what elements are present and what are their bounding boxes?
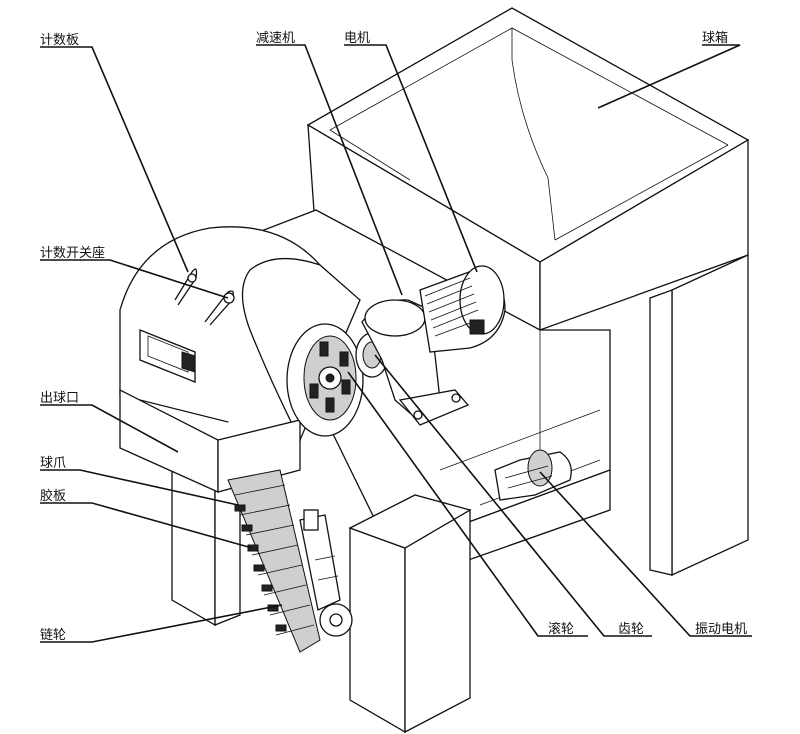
label-roller: 滚轮	[548, 621, 574, 637]
label-sprocket: 链轮	[40, 628, 66, 643]
reducer	[361, 299, 470, 426]
label-gear: 齿轮	[618, 622, 644, 637]
chain-conveyor	[227, 469, 353, 653]
label-ball-box: 球箱	[702, 30, 728, 46]
label-vibration-motor: 振动电机	[695, 622, 747, 637]
vibration-motor	[494, 449, 572, 501]
label-rubber-plate: 胶板	[40, 488, 66, 504]
leader-lines	[40, 44, 752, 643]
right-leg	[649, 253, 749, 577]
label-ball-outlet: 出球口	[40, 391, 79, 406]
left-leg	[171, 464, 241, 627]
ball-box	[306, 7, 750, 331]
motor	[419, 265, 506, 353]
label-motor: 电机	[344, 31, 370, 46]
label-counter-switch-seat: 计数开关座	[40, 246, 105, 261]
labels: 计数板 计数开关座 出球口 球爪 胶板 链轮 减速机 电机 球箱 滚轮 齿轮 振…	[40, 30, 747, 643]
label-ball-claw: 球爪	[40, 456, 66, 471]
front-leg	[348, 494, 472, 734]
label-reducer: 减速机	[256, 31, 295, 46]
label-counter-plate: 计数板	[40, 33, 79, 48]
